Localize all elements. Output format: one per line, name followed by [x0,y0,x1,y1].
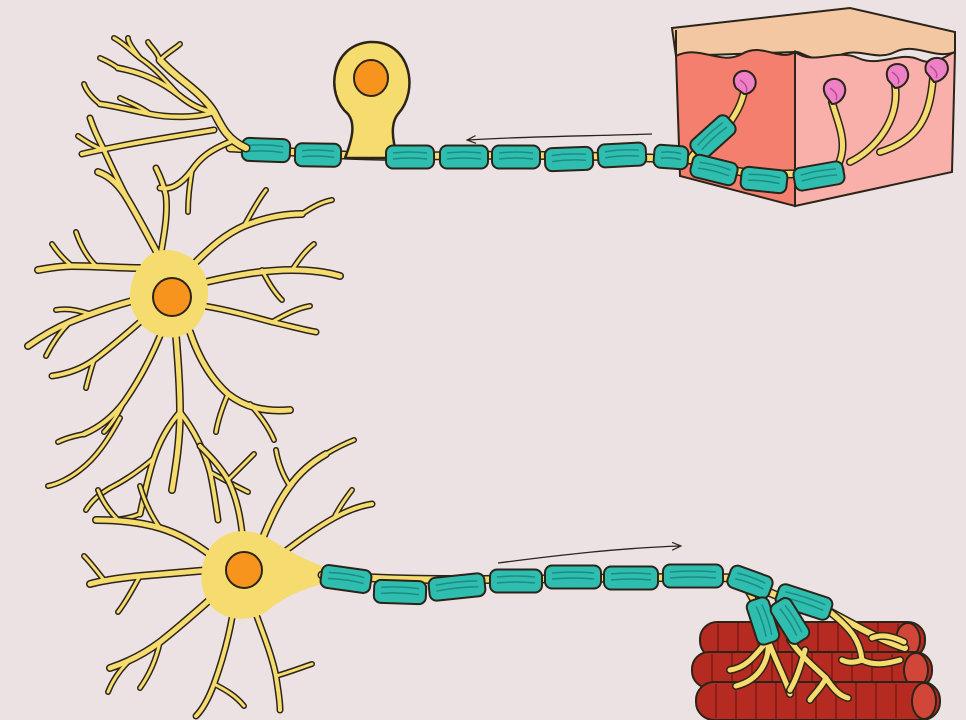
sensory-neuron-nucleus [354,60,388,96]
myelin-segment [490,570,542,593]
myelin-segment [604,567,658,590]
myelin-segment [545,566,601,589]
myelin-segment [374,580,427,605]
interneuron-nucleus [153,278,191,316]
myelin-segment [597,142,646,167]
myelin-segment [492,146,540,169]
myelin-segment [386,146,434,169]
myelin-segment [663,565,723,588]
myelin-segment [740,166,788,194]
myelin-segment [428,573,486,602]
myelin-segment [653,144,689,169]
myelin-segment [295,143,341,167]
motor-neuron-nucleus [226,552,262,588]
myelin-segment [545,147,594,172]
myelin-segment [440,146,488,169]
